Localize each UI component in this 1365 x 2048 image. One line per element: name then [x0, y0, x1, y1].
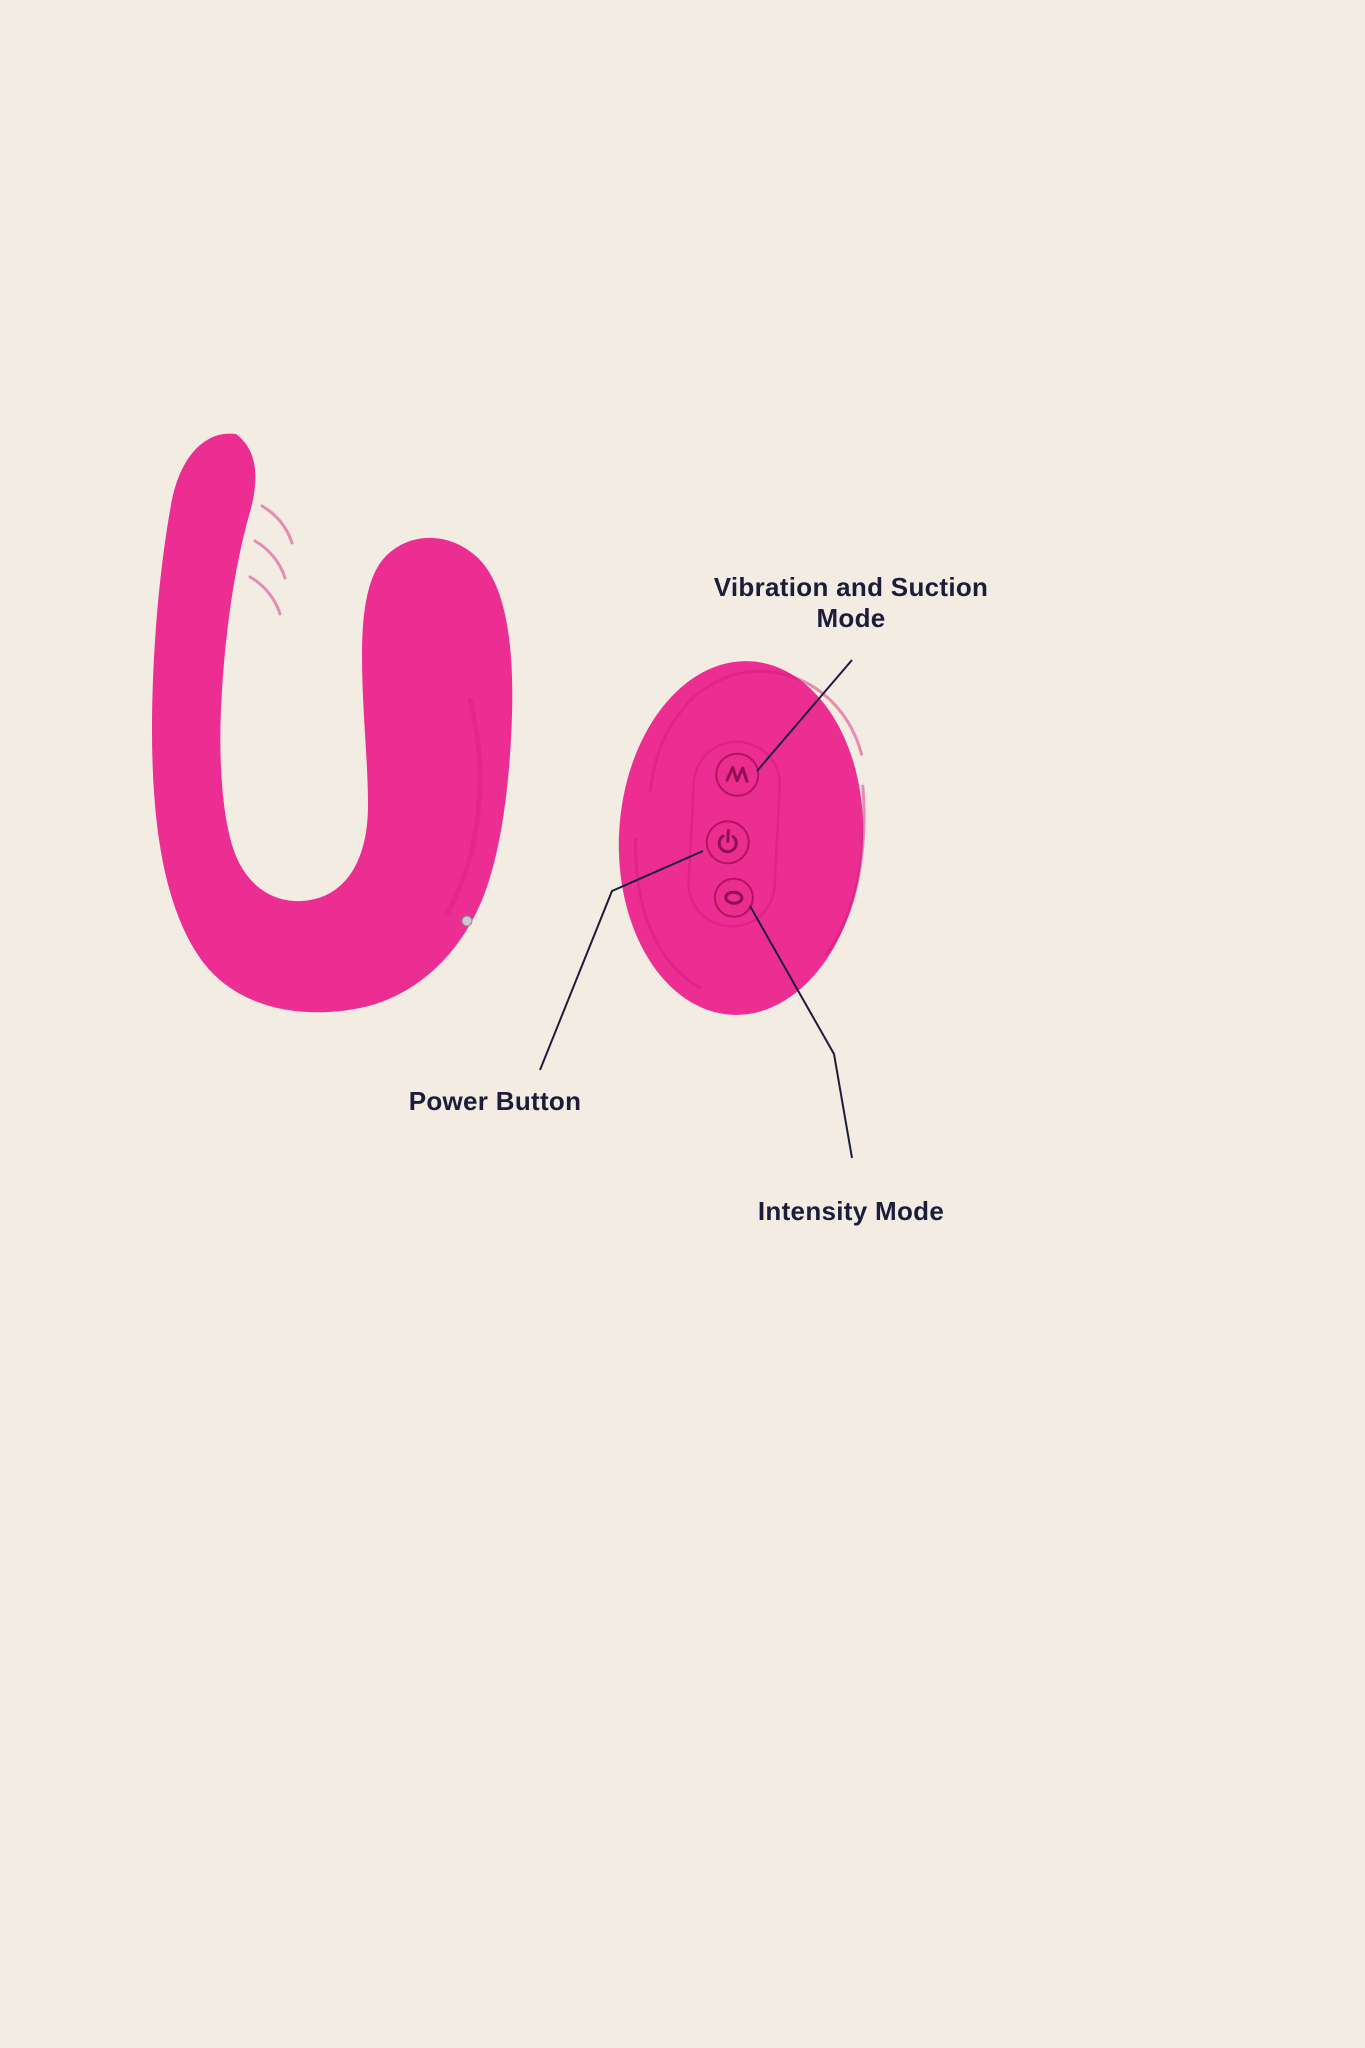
- device-crease: [445, 697, 483, 915]
- intensity-mode-button: [713, 877, 754, 918]
- vibration-suction-mode-button: [715, 752, 760, 797]
- callout-lines: [539, 659, 853, 1159]
- power-icon: [717, 828, 738, 854]
- callout-line-power-button: [539, 850, 704, 1071]
- power-button: [705, 820, 750, 865]
- callout-line-vibration-mode: [756, 659, 853, 772]
- oval-icon: [724, 890, 744, 905]
- remote-contour-lines: [634, 669, 866, 990]
- intensity-mode-label: Intensity Mode: [757, 1196, 945, 1226]
- remote-control: [618, 661, 866, 1015]
- u-shaped-device: [152, 433, 513, 1013]
- callout-line-intensity-mode: [749, 905, 853, 1159]
- vibration-suction-mode-label: Vibration and Suction Mode: [713, 572, 989, 633]
- remote-button-panel: [687, 740, 782, 928]
- device-ridge-lines: [248, 504, 294, 616]
- device-metal-pin: [461, 915, 473, 927]
- wave-icon: [725, 765, 749, 783]
- power-button-label: Power Button: [408, 1086, 582, 1116]
- device-body: [152, 433, 513, 1013]
